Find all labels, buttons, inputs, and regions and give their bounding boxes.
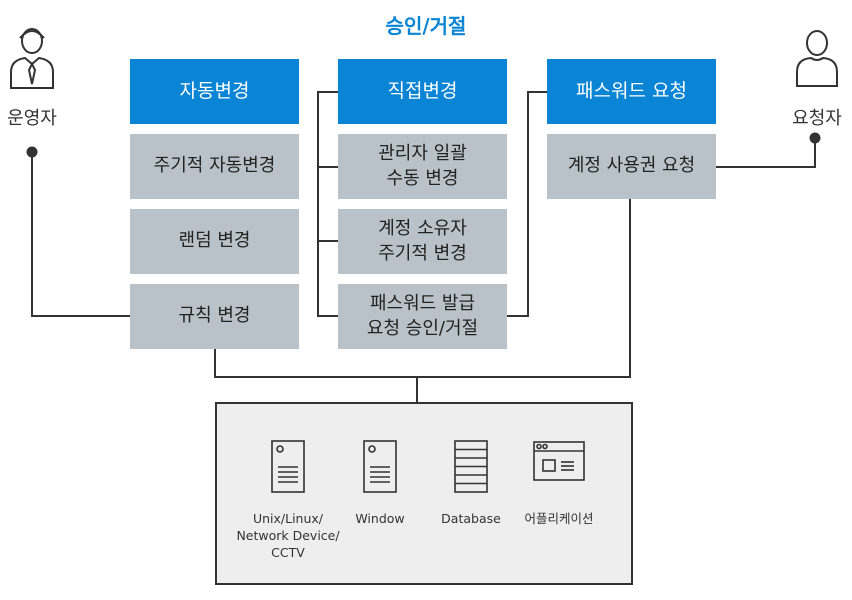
periodic-auto-change-box: 주기적 자동변경 [130, 134, 299, 199]
database-icon [454, 440, 488, 493]
application-label: 어플리케이션 [524, 511, 594, 526]
requester-person-icon [796, 30, 838, 87]
password-issue-approval-box: 패스워드 발급 요청 승인/거절 [338, 284, 507, 349]
database-label: Database [441, 511, 501, 526]
connector-operator-to-rule-change [31, 152, 130, 317]
target-systems-panel [215, 402, 633, 585]
operator-label: 운영자 [7, 108, 57, 129]
direct-change-header: 직접변경 [338, 59, 507, 124]
auto-change-header: 자동변경 [130, 59, 299, 124]
password-request-header: 패스워드 요청 [547, 59, 716, 124]
random-change-box: 랜덤 변경 [130, 209, 299, 274]
requester-connector-dot [809, 132, 821, 144]
unix-server-icon [271, 440, 305, 493]
admin-bulk-manual-change-box: 관리자 일괄 수동 변경 [338, 134, 507, 199]
rule-change-box: 규칙 변경 [130, 284, 299, 349]
connector-requester-to-request [715, 138, 816, 168]
connector-direct-bracket [317, 91, 338, 317]
connector-bottom-bus [214, 199, 631, 378]
operator-person-icon [10, 28, 54, 89]
diagram-title: 승인/거절 [385, 14, 467, 38]
application-window-icon [533, 441, 585, 481]
requester-label: 요청자 [792, 108, 842, 129]
operator-connector-dot [26, 146, 38, 158]
connector-approval [507, 91, 547, 317]
unix-label: Unix/Linux/ Network Device/ CCTV [236, 511, 340, 560]
account-usage-request-box: 계정 사용권 요청 [547, 134, 716, 199]
owner-periodic-change-box: 계정 소유자 주기적 변경 [338, 209, 507, 274]
window-label: Window [355, 511, 405, 526]
window-server-icon [363, 440, 397, 493]
